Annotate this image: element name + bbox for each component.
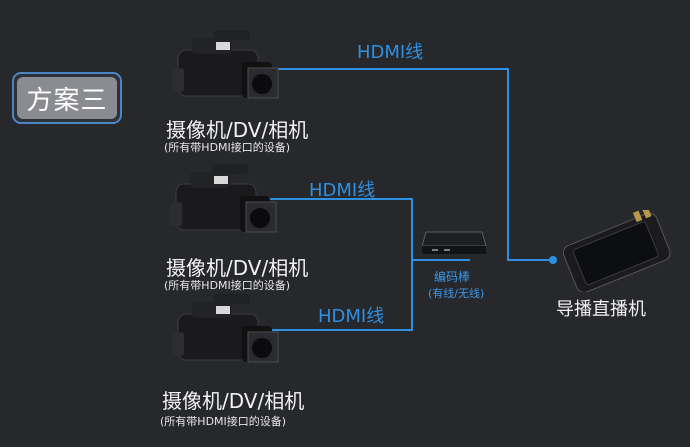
hdmi-label-3: HDMI线 (318, 306, 385, 327)
camera-1-sublabel: (所有带HDMI接口的设备) (164, 141, 291, 154)
hdmi-label-2: HDMI线 (309, 180, 376, 201)
director-label: 导播直播机 (556, 299, 646, 320)
hdmi-cable-1 (270, 68, 553, 261)
scheme-badge: 方案三 (12, 72, 122, 124)
camcorder-3-icon (172, 294, 279, 363)
camera-3-sublabel: (所有带HDMI接口的设备) (160, 415, 287, 428)
camera-2-label: 摄像机/DV/相机 (166, 256, 309, 280)
camcorder-2-icon (170, 164, 277, 233)
encoder-label: 编码棒 (434, 270, 471, 284)
encoder-stick-icon (422, 231, 487, 254)
camera-3-label: 摄像机/DV/相机 (162, 389, 305, 413)
encoder-sublabel: (有线/无线) (428, 287, 485, 300)
scheme-badge-label: 方案三 (17, 77, 117, 119)
camcorder-1-icon (172, 30, 279, 99)
junction-dot (549, 256, 557, 264)
director-device-icon (562, 210, 671, 292)
hdmi-cable-2 (268, 198, 413, 331)
camera-1-label: 摄像机/DV/相机 (166, 118, 309, 142)
camera-2-sublabel: (所有带HDMI接口的设备) (164, 279, 291, 292)
hdmi-label-1: HDMI线 (357, 42, 424, 63)
